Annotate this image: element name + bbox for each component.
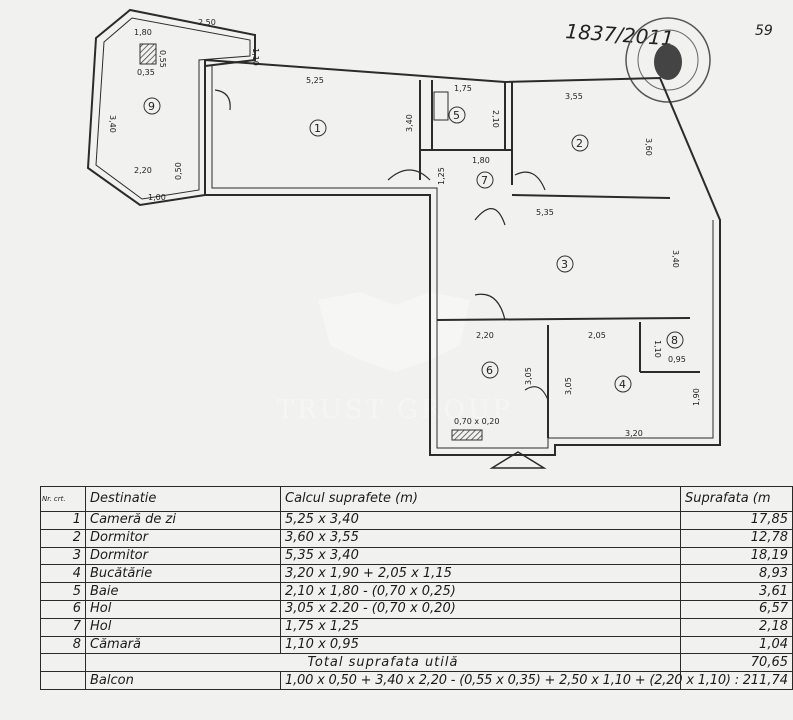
balcony-name: Balcon — [85, 671, 281, 690]
svg-text:3,55: 3,55 — [565, 92, 583, 101]
table-row: 3 Dormitor 5,35 x 3,40 18,19 — [40, 546, 793, 566]
reference-number: 1837/2011 — [565, 19, 675, 51]
svg-text:2,20: 2,20 — [476, 331, 494, 340]
official-stamp — [625, 17, 711, 103]
svg-text:2,50: 2,50 — [198, 18, 216, 27]
svg-text:0,55: 0,55 — [158, 50, 167, 68]
svg-text:5,35: 5,35 — [536, 208, 554, 217]
svg-text:2,10: 2,10 — [491, 110, 500, 128]
room-number-5: 5 — [453, 109, 460, 122]
svg-text:2,20: 2,20 — [134, 166, 152, 175]
svg-text:0,35: 0,35 — [137, 68, 155, 77]
balcony-calc: 1,00 x 0,50 + 3,40 x 2,20 - (0,55 x 0,35… — [280, 671, 751, 690]
table-row: 7 Hol 1,75 x 1,25 2,18 — [40, 617, 793, 637]
svg-text:1,80: 1,80 — [472, 156, 490, 165]
floor-plan: TRUST GROUP 1837/2011 59 — [86, 8, 773, 469]
table-balcony-row: Balcon 1,00 x 0,50 + 3,40 x 2,20 - (0,55… — [40, 671, 793, 690]
svg-text:2,05: 2,05 — [588, 331, 606, 340]
room-number-8: 8 — [671, 334, 678, 347]
header-calc: Calcul suprafete (m) — [280, 486, 681, 512]
watermark: TRUST GROUP — [277, 292, 513, 425]
niche-hatch — [451, 429, 483, 441]
svg-text:3,20: 3,20 — [625, 429, 643, 438]
table-header-row: Nr. crt. Destinatie Calcul suprafete (m)… — [40, 486, 793, 512]
chimney-hatch — [139, 43, 157, 65]
handshake-icon — [318, 292, 470, 372]
area-table: Nr. crt. Destinatie Calcul suprafete (m)… — [40, 486, 793, 690]
dimension-labels: 2,50 1,80 1,10 3,40 2,20 1,00 0,50 0,35 … — [108, 18, 701, 438]
svg-text:0,50: 0,50 — [174, 162, 183, 180]
svg-text:1,10: 1,10 — [251, 48, 260, 66]
svg-text:0,95: 0,95 — [668, 355, 686, 364]
svg-text:3,40: 3,40 — [671, 250, 680, 268]
svg-text:1,80: 1,80 — [134, 28, 152, 37]
svg-text:1,90: 1,90 — [692, 388, 701, 406]
header-nr: Nr. crt. — [40, 486, 86, 512]
table-row: 8 Cămară 1,10 x 0,95 1,04 — [40, 635, 793, 655]
apartment-outer-wall — [204, 59, 721, 456]
room-number-7: 7 — [481, 174, 488, 187]
room-labels — [143, 97, 684, 393]
svg-text:3,05: 3,05 — [524, 367, 533, 385]
svg-text:1,10: 1,10 — [653, 340, 662, 358]
room-number-9: 9 — [148, 100, 155, 113]
svg-text:5,25: 5,25 — [306, 76, 324, 85]
table-total-row: Total suprafata utilă 70,65 — [40, 653, 793, 673]
room-number-4: 4 — [619, 378, 626, 391]
table-row: 4 Bucătărie 3,20 x 1,90 + 2,05 x 1,15 8,… — [40, 564, 793, 584]
svg-text:1,75: 1,75 — [454, 84, 472, 93]
total-label: Total suprafata utilă — [85, 653, 681, 673]
entrance-arrow-icon — [489, 451, 547, 469]
table-row: 2 Dormitor 3,60 x 3,55 12,78 — [40, 528, 793, 548]
room-number-1: 1 — [314, 122, 321, 135]
room-number-2: 2 — [576, 137, 583, 150]
room-number-6: 6 — [486, 364, 493, 377]
svg-text:3,40: 3,40 — [405, 114, 414, 132]
table-row: 5 Baie 2,10 x 1,80 - (0,70 x 0,25) 3,61 — [40, 582, 793, 601]
corner-mark: 59 — [755, 23, 773, 39]
area-table-container: Nr. crt. Destinatie Calcul suprafete (m)… — [40, 486, 793, 720]
total-value: 70,65 — [680, 653, 793, 673]
svg-text:3,05: 3,05 — [564, 377, 573, 395]
svg-text:3,60: 3,60 — [644, 138, 653, 156]
table-row: 6 Hol 3,05 x 2.20 - (0,70 x 0,20) 6,57 — [40, 599, 793, 619]
svg-text:1,00: 1,00 — [148, 193, 166, 202]
room-number-3: 3 — [561, 258, 568, 271]
watermark-text: TRUST GROUP — [277, 395, 513, 425]
table-row: 1 Cameră de zi 5,25 x 3,40 17,85 — [40, 511, 793, 530]
svg-text:1,25: 1,25 — [437, 167, 446, 185]
header-area: Suprafata (m — [680, 486, 793, 512]
header-destination: Destinatie — [85, 486, 281, 512]
svg-text:3,40: 3,40 — [108, 115, 117, 133]
balcony-area: 11,74 — [680, 671, 793, 690]
svg-text:0,70 x 0,20: 0,70 x 0,20 — [454, 417, 499, 426]
